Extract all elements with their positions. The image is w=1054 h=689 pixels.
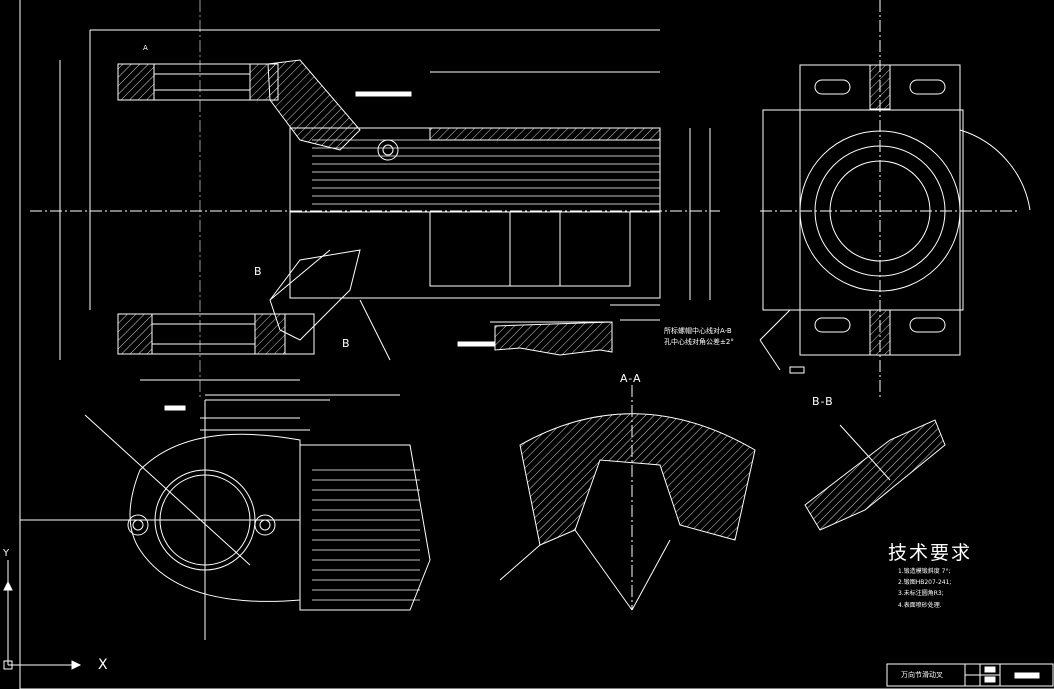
- section-title-a-a: A-A: [620, 372, 642, 385]
- runout-note-line2: 孔中心线对角公差±2°: [664, 338, 734, 346]
- bottom-left-view: [20, 399, 431, 640]
- section-mark-b-right: B: [342, 337, 351, 350]
- section-b-b: [804, 419, 946, 531]
- tech-requirements-title: 技术要求: [888, 542, 973, 564]
- side-view: [759, 0, 1031, 400]
- section-mark-b-left: B: [254, 265, 263, 278]
- drawing-frame: [19, 0, 1054, 689]
- tech-requirement-item: 4.表面喷砂处理.: [898, 602, 942, 609]
- ucs-y-label: Y: [3, 548, 10, 559]
- runout-note-line1: 所标螺帽中心线对A-B: [664, 327, 732, 335]
- title-block-part-name: 万向节滑动叉: [901, 671, 943, 679]
- datum-a-label: A: [143, 44, 148, 52]
- tech-requirement-item: 3.未标注圆角R3;: [898, 590, 944, 597]
- section-a-a: [499, 385, 756, 611]
- tech-requirement-item: 2.锻图HB207-241;: [898, 579, 952, 586]
- ucs-x-label: X: [98, 657, 108, 673]
- section-title-b-b: B-B: [812, 395, 834, 408]
- main-view: [30, 0, 720, 400]
- ucs-icon: [3, 560, 82, 670]
- tech-requirement-item: 1.锻造模锻斜度 7°;: [898, 568, 951, 575]
